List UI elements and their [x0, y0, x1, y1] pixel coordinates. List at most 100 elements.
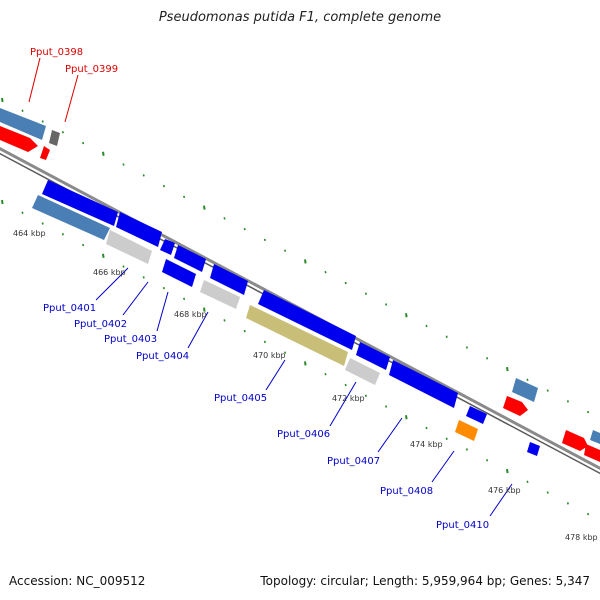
tick-dot	[506, 366, 509, 372]
kbp-label: 478 kbp	[565, 533, 598, 542]
tick-dot	[82, 243, 85, 247]
gene-label-blue[interactable]: Pput_0402	[74, 319, 127, 330]
connector-pput-0410	[489, 483, 513, 517]
tick-dot	[364, 292, 367, 295]
feature-grey-2[interactable]	[200, 280, 240, 309]
tick-dot	[284, 351, 287, 354]
tick-dot	[183, 195, 186, 199]
feature-pput-0402[interactable]	[116, 212, 162, 247]
feature-grey-small[interactable]	[49, 130, 60, 146]
tick-dot	[385, 405, 388, 408]
tick-dot	[102, 253, 105, 258]
tick-dot	[223, 217, 226, 220]
feature-pput-0402-grey[interactable]	[106, 230, 152, 264]
tick-dot	[526, 480, 529, 484]
feature-pput-0410[interactable]	[527, 442, 540, 456]
feature-pput-0406-grey[interactable]	[345, 358, 380, 385]
tick-dot	[142, 174, 145, 177]
tick-dot	[61, 131, 64, 134]
feature-pput-0403-small[interactable]	[160, 239, 175, 255]
tick-dot	[183, 297, 186, 301]
tick-dot	[263, 238, 266, 242]
tick-dot	[284, 249, 287, 252]
feature-steelblue-3[interactable]	[590, 430, 600, 444]
gene-label-blue[interactable]: Pput_0404	[136, 351, 189, 362]
feature-pput-0398[interactable]	[0, 126, 38, 152]
feature-forward-3[interactable]	[584, 444, 600, 462]
feature-forward-1[interactable]	[503, 396, 528, 416]
feature-pput-0399-arrow[interactable]	[40, 146, 50, 160]
tick-dot	[61, 233, 64, 236]
gene-label-red[interactable]: Pput_0399	[65, 64, 118, 75]
feature-pput-0405[interactable]	[258, 290, 356, 350]
tick-dot	[122, 265, 125, 268]
feature-pput-0401[interactable]	[42, 180, 118, 226]
feature-pput-0406[interactable]	[356, 342, 390, 370]
tick-dot	[1, 97, 4, 103]
feature-pput-0401-lower[interactable]	[32, 195, 110, 240]
feature-pput-0408-blue[interactable]	[466, 406, 487, 424]
tick-dot	[465, 448, 468, 451]
tick-dot	[566, 502, 569, 505]
tick-dot	[486, 357, 489, 360]
connector-pput-0404	[187, 311, 209, 349]
tick-dot	[304, 361, 307, 366]
kbp-label: 468 kbp	[174, 310, 207, 319]
gene-label-blue[interactable]: Pput_0407	[327, 456, 380, 467]
feature-steelblue-2[interactable]	[512, 378, 538, 402]
tick-dot	[445, 335, 448, 339]
tick-dot	[425, 426, 428, 430]
feature-pput-0408-orange[interactable]	[455, 420, 478, 441]
kbp-label: 474 kbp	[410, 440, 443, 449]
gene-label-blue[interactable]: Pput_0403	[104, 334, 157, 345]
tick-dot	[21, 109, 24, 112]
inner-tick-row	[1, 199, 590, 516]
tick-dot	[223, 319, 226, 322]
tick-dot	[102, 151, 105, 156]
tick-dot	[445, 437, 448, 441]
feature-pput-0407[interactable]	[389, 360, 458, 408]
connector-pput-0406	[329, 381, 357, 427]
tick-dot	[263, 340, 266, 344]
tick-dot	[364, 394, 367, 397]
gene-label-blue[interactable]: Pput_0410	[436, 520, 489, 531]
feature-forward-2[interactable]	[562, 430, 588, 451]
connector-pput-0399	[64, 74, 79, 123]
feature-pput-0404[interactable]	[210, 264, 248, 295]
tick-dot	[243, 227, 246, 231]
feature-pput-0403[interactable]	[174, 245, 206, 272]
kbp-label: 466 kbp	[93, 268, 126, 277]
kbp-label: 470 kbp	[253, 351, 286, 360]
gene-label-red[interactable]: Pput_0398	[30, 47, 83, 58]
connector-pput-0401	[95, 267, 129, 301]
tick-dot	[546, 491, 549, 494]
tick-dot	[587, 512, 590, 516]
genome-summary-text: Topology: circular; Length: 5,959,964 bp…	[260, 574, 590, 588]
kbp-label: 476 kbp	[488, 486, 521, 495]
feature-pput-0404-lower[interactable]	[162, 259, 196, 287]
tick-dot	[465, 346, 468, 349]
tick-dot	[405, 313, 408, 318]
gene-label-blue[interactable]: Pput_0405	[214, 393, 267, 404]
gene-label-blue[interactable]: Pput_0401	[43, 303, 96, 314]
tick-dot	[122, 163, 125, 166]
connector-pput-0407	[377, 417, 403, 453]
tick-dot	[162, 184, 165, 188]
connector-pput-0405	[265, 359, 286, 391]
accession-text: Accession: NC_009512	[9, 574, 146, 588]
tick-dot	[203, 205, 206, 210]
tick-dot	[486, 459, 489, 462]
tick-dot	[506, 468, 509, 474]
tick-dot	[304, 259, 307, 264]
feature-steelblue-1[interactable]	[0, 108, 46, 140]
tick-dot	[162, 286, 165, 290]
gene-label-blue[interactable]: Pput_0408	[380, 486, 433, 497]
feature-pput-0405-olive[interactable]	[246, 305, 348, 366]
gene-label-blue[interactable]: Pput_0406	[277, 429, 330, 440]
tick-dot	[324, 372, 327, 376]
tick-dot	[142, 276, 145, 279]
tick-dot	[566, 400, 569, 403]
connector-pput-0403	[156, 291, 169, 332]
tick-dot	[1, 199, 4, 205]
